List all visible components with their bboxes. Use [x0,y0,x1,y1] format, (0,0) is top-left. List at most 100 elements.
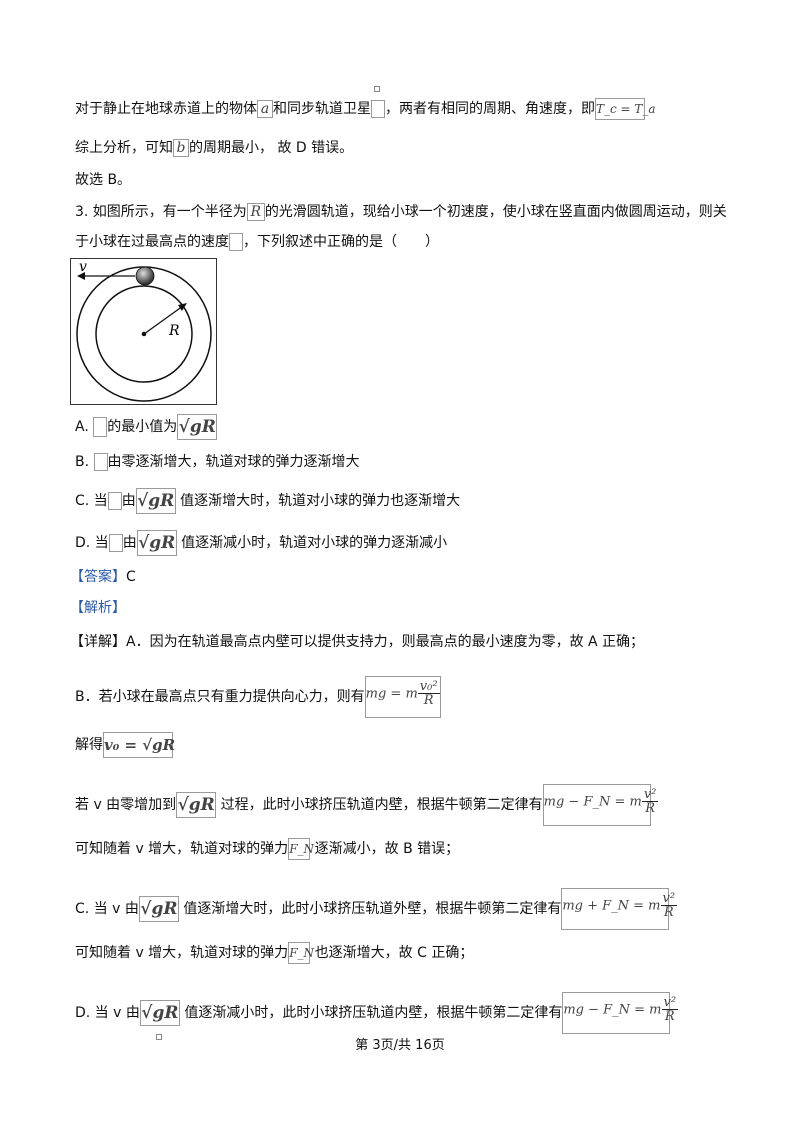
denominator: R [423,693,434,708]
answer-label: 【答案】 [70,569,126,585]
option-label: A. [75,419,89,435]
small-square-mark [374,86,380,92]
text-segment: 综上分析，可知 [75,140,173,156]
numerator: v₀² [417,679,440,694]
formula-tc-ta: T_c = T_a [595,98,656,120]
detail-c-line-1: C. 当 v 由√gR 值逐渐增大时，此时小球挤压轨道外壁，根据牛顿第二定律有m… [75,888,678,930]
text-segment: C. 当 v 由 [75,901,139,917]
numerator: v² [641,787,659,802]
text-segment: 过程，此时小球挤压轨道内壁，根据牛顿第二定律有 [216,797,543,813]
text-segment: 值逐渐减小时，此时小球挤压轨道内壁，根据牛顿第二定律有 [179,1005,563,1021]
formula-b: b [173,139,189,157]
formula-sqrt-gR: √gR [136,530,177,556]
text-segment: 3. 如图所示，有一个半径为 [75,204,247,220]
detail-b-line-2: 解得v₀ = √gR [75,732,175,758]
text-segment: 解得 [75,737,103,753]
page-footer: 第 3页/共 16页 [355,1038,445,1053]
option-text: 值逐渐增大时，轨道对小球的弹力也逐渐增大 [180,493,461,509]
formula-fn: F_N [288,838,314,860]
option-text: 由 [121,493,136,509]
denominator: R [664,1009,675,1024]
denominator: R [645,801,655,816]
option-label: D. 当 [75,535,109,551]
text-segment: 可知随着 v 增大，轨道对球的弹力 [75,841,289,857]
option-text: 由零逐渐增大，轨道对球的弹力逐渐增大 [107,454,360,470]
text-segment: 可知随着 v 增大，轨道对球的弹力 [75,945,289,961]
formula-v0-sqrt-gR: v₀ = √gR [103,732,175,758]
text-segment: 的光滑圆轨道，现给小球一个初速度，使小球在竖直面内做圆周运动，则关 [264,204,727,220]
text-segment: ，下列叙述中正确的是（ ） [243,234,439,250]
formula-sqrt-gR: √gR [177,414,218,440]
option-text: 由 [122,535,137,551]
denominator: R [663,905,674,920]
formula-placeholder [229,233,243,251]
circular-track-figure: v R [70,258,217,405]
option-c: C. 当由√gR 值逐渐增大时，轨道对小球的弹力也逐渐增大 [75,488,460,514]
option-text: 值逐渐减小时，轨道对小球的弹力逐渐减小 [181,535,448,551]
formula-placeholder [107,492,122,510]
text-segment: 于小球在过最高点的速度 [75,234,229,250]
text-segment: 若 v 由零增加到 [75,797,177,813]
ball [135,266,155,286]
option-text: 的最小值为 [107,419,178,435]
formula-a: a [257,100,273,118]
text-segment: 逐渐减小，故 B 错误； [310,841,460,857]
option-d: D. 当由√gR 值逐渐减小时，轨道对小球的弹力逐渐减小 [75,530,447,556]
analysis-label: 【解析】 [70,600,126,616]
formula-placeholder [371,100,385,118]
formula-fn: F_N [288,942,314,964]
numerator: v² [660,891,678,906]
option-label: B. [75,454,90,470]
formula-sqrt-gR: √gR [138,896,179,922]
detail-a: 【详解】A．因为在轨道最高点内壁可以提供支持力，则最高点的最小速度为零，故 A … [70,634,645,650]
text-segment: 值逐渐增大时，此时小球挤压轨道外壁，根据牛顿第二定律有 [178,901,562,917]
v-label: v [79,259,87,275]
R-label: R [168,323,180,339]
text-line-3: 故选 B。 [75,172,132,188]
track-diagram: v R [76,259,212,402]
text-segment: 也逐渐增大，故 C 正确； [310,945,474,961]
answer-line: 【答案】C [70,567,136,587]
formula-R: R [246,203,265,221]
radius-arrow [143,305,184,335]
formula-sqrt-gR: √gR [139,1000,180,1026]
text-segment: 对于静止在地球赤道上的物体 [75,101,257,117]
question-3-line-2: 于小球在过最高点的速度 ，下列叙述中正确的是（ ） [75,232,439,252]
equation-left: mg − F_N = m [543,794,642,810]
equation-left: mg + F_N = m [562,898,661,914]
small-square-mark [156,1034,162,1040]
option-b: B. 由零逐渐增大，轨道对球的弹力逐渐增大 [75,452,360,472]
text-segment: B．若小球在最高点只有重力提供向心力，则有 [75,689,365,705]
equation-left: mg = m [365,686,418,702]
radius-arrowhead [178,303,187,311]
option-label: C. 当 [75,493,108,509]
detail-c-line-2: 可知随着 v 增大，轨道对球的弹力F_N 也逐渐增大，故 C 正确； [75,942,473,964]
text-segment: ，两者有相同的周期、角速度，即 [385,101,595,117]
detail-d-line-1: D. 当 v 由√gR 值逐渐减小时，此时小球挤压轨道内壁，根据牛顿第二定律有m… [75,992,679,1034]
option-a: A. 的最小值为√gR [75,414,218,440]
formula-placeholder [93,417,108,437]
formula-sqrt-gR: √gR [135,488,176,514]
detail-b-line-3: 若 v 由零增加到√gR 过程，此时小球挤压轨道内壁，根据牛顿第二定律有mg −… [75,784,659,826]
text-segment: 和同步轨道卫星 [273,101,371,117]
numerator: v² [661,995,679,1010]
equation-left: mg − F_N = m [563,1002,662,1018]
velocity-arrowhead [77,272,85,280]
text-segment: 的周期最小， 故 D 错误。 [189,140,354,156]
inner-track [95,285,193,383]
detail-b-line-4: 可知随着 v 增大，轨道对球的弹力F_N 逐渐减小，故 B 错误； [75,838,459,860]
formula-placeholder [93,453,108,471]
formula-sqrt-gR: √gR [176,792,217,818]
